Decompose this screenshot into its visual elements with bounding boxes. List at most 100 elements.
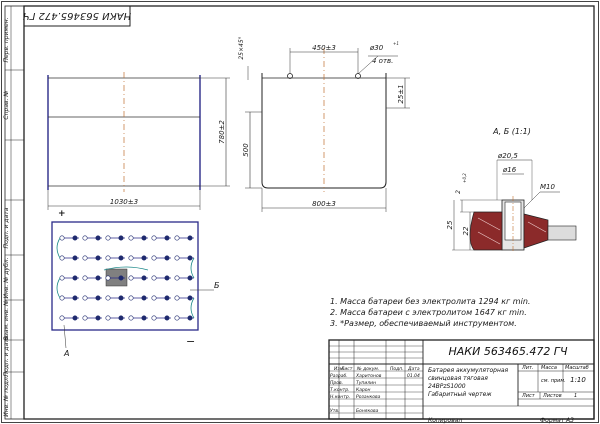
cell-terminal — [128, 275, 134, 281]
side-hole-dim: ø30 — [369, 44, 384, 52]
tb-scale: Масштаб — [565, 365, 589, 371]
battery-cell — [82, 255, 102, 261]
view-b-label: Б — [214, 281, 220, 290]
note-2: 2. Масса батареи с электролитом 1647 кг … — [330, 308, 527, 317]
tb-role-1: Разраб. — [330, 373, 348, 379]
battery-cell — [105, 235, 125, 241]
tb-person-3: Карон — [356, 387, 371, 393]
tb-person-5: Бонякова — [356, 408, 379, 414]
side-label-4: Инв. № дубл. — [3, 257, 10, 298]
tb-sheet: Лист — [521, 393, 536, 399]
cell-terminal — [164, 255, 170, 261]
tb-scale-val: 1:10 — [570, 376, 586, 384]
stamp-box: НАКИ 563465.472 ГЧ — [23, 5, 131, 27]
cell-terminal — [141, 275, 147, 281]
cell-terminal — [82, 315, 88, 321]
tb-name-4: Габаритный чертеж — [428, 391, 492, 398]
cell-terminal — [72, 235, 78, 241]
cell-terminal — [72, 315, 78, 321]
battery-cell — [82, 295, 102, 301]
cell-terminal — [118, 235, 124, 241]
cell-terminal — [141, 315, 147, 321]
cell-terminal — [187, 275, 193, 281]
title-block — [328, 339, 595, 420]
cell-terminal — [174, 315, 180, 321]
note-1: 1. Масса батареи без электролита 1294 кг… — [330, 297, 530, 306]
battery-cell — [82, 315, 102, 321]
cell-terminal — [105, 295, 111, 301]
cell-terminal — [128, 255, 134, 261]
battery-cell — [128, 255, 148, 261]
tb-col-doc: № докум. — [356, 366, 379, 372]
tb-sheets: Листов — [542, 393, 562, 399]
cell-terminal — [187, 255, 193, 261]
cell-terminal — [59, 275, 65, 281]
cell-terminal — [95, 235, 101, 241]
tb-col-izm: Изм. — [334, 366, 345, 372]
side-hole-tol: +1 — [393, 41, 399, 46]
cell-terminal — [72, 295, 78, 301]
cell-terminal — [164, 275, 170, 281]
tb-role-3: Т.контр. — [330, 387, 350, 393]
tb-person-4: Розанкова — [356, 394, 381, 400]
tb-role-5: Утв. — [330, 408, 339, 414]
note-3: 3. *Размер, обеспечиваемый инструментом. — [330, 319, 517, 328]
tb-sheets-val: 1 — [574, 393, 577, 399]
front-width-dim: 1030±3 — [110, 198, 138, 206]
battery-cell — [151, 235, 171, 241]
cell-terminal — [187, 295, 193, 301]
cell-terminal — [128, 295, 134, 301]
cell-terminal — [105, 275, 111, 281]
battery-cell — [59, 295, 79, 301]
tb-name-3: 24ВРzS1000 — [428, 383, 466, 390]
battery-cell — [128, 295, 148, 301]
cell-terminal — [118, 275, 124, 281]
section-thread: М10 — [540, 183, 555, 191]
cell-terminal — [128, 235, 134, 241]
battery-cell — [59, 315, 79, 321]
cell-terminal — [95, 275, 101, 281]
cell-terminal — [164, 295, 170, 301]
battery-cell — [174, 295, 194, 301]
cell-terminal — [59, 295, 65, 301]
battery-cell — [59, 235, 79, 241]
battery-cell — [174, 255, 194, 261]
cell-grid — [56, 235, 195, 321]
side-edge-dim: 25±1 — [397, 84, 405, 103]
tb-col-sign: Подп. — [390, 366, 404, 372]
cell-terminal — [174, 275, 180, 281]
battery-cell — [151, 315, 171, 321]
cell-terminal — [59, 315, 65, 321]
side-label-1: Перв. примен. — [3, 17, 10, 62]
cell-terminal — [72, 275, 78, 281]
side-label-2: Справ. № — [3, 90, 10, 119]
cell-terminal — [95, 315, 101, 321]
cell-terminal — [151, 275, 157, 281]
battery-cell — [105, 255, 125, 261]
tb-col-list: Лист — [340, 366, 353, 372]
battery-cell — [105, 268, 128, 287]
cell-terminal — [118, 295, 124, 301]
cell-terminal — [72, 255, 78, 261]
section-d1: ø20,5 — [497, 152, 518, 160]
cell-terminal — [82, 275, 88, 281]
battery-cell — [128, 235, 148, 241]
cell-terminal — [174, 235, 180, 241]
section-h1-tol: +0,2 — [462, 173, 467, 183]
side-holes-count: 4 отв. — [372, 57, 393, 65]
battery-cell — [174, 315, 194, 321]
cell-terminal — [59, 235, 65, 241]
tb-mass: Масса — [541, 365, 557, 371]
battery-cell — [59, 275, 79, 281]
tb-role-4: Н.контр. — [330, 394, 350, 400]
battery-cell — [105, 295, 125, 301]
cell-terminal — [151, 255, 157, 261]
cell-terminal — [105, 235, 111, 241]
side-column: Перв. примен. Справ. № Подп. и дата Инв.… — [3, 5, 25, 420]
cell-terminal — [118, 255, 124, 261]
cell-terminal — [141, 235, 147, 241]
cell-terminal — [174, 295, 180, 301]
side-view: 450±3 ø30 +1 4 отв. 25×45° 25±1 500 800±… — [238, 36, 410, 212]
section-d2: ø16 — [502, 166, 517, 174]
side-height-dim: 500 — [242, 143, 250, 157]
